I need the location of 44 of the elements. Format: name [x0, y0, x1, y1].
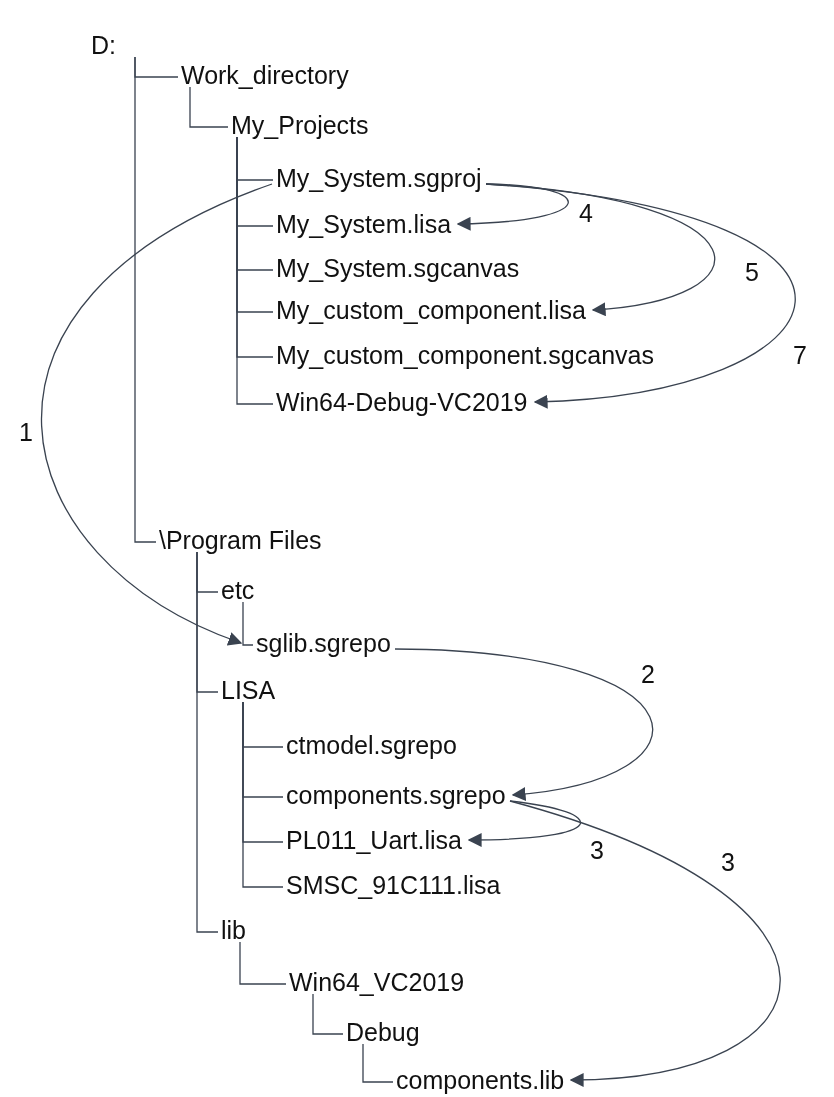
tree-line [236, 136, 274, 405]
file-name: lib [221, 916, 246, 944]
edge-label: 2 [641, 661, 655, 687]
tree-line [189, 86, 229, 128]
file-name: My_custom_component.sgcanvas [276, 341, 654, 369]
tree-line [362, 1043, 394, 1083]
arrow [394, 648, 653, 801]
file-name: Work_directory [181, 61, 349, 89]
file-name: Debug [346, 1018, 420, 1046]
file-name: My_custom_component.lisa [276, 296, 586, 324]
edge-label: 3 [721, 849, 735, 875]
arrow [41, 183, 273, 645]
tree-line [242, 701, 284, 888]
file-name: Win64-Debug-VC2019 [276, 388, 528, 416]
file-name: SMSC_91C111.lisa [286, 871, 501, 899]
tree-line [312, 993, 344, 1035]
file-name: My_System.sgcanvas [276, 254, 520, 282]
file-name: ctmodel.sgrepo [286, 731, 457, 759]
tree-line [242, 601, 254, 646]
edge-label: 7 [793, 342, 807, 368]
file-name: \Program Files [159, 526, 322, 554]
file-name: etc [221, 576, 255, 604]
arrow [456, 183, 569, 231]
file-name: sglib.sgrepo [256, 629, 391, 657]
file-name: PL011_Uart.lisa [286, 826, 463, 854]
file-name: My_System.lisa [276, 210, 452, 238]
file-name: Win64_VC2019 [289, 968, 465, 996]
file-name: My_System.sgproj [276, 164, 482, 192]
edge-label: 3 [590, 837, 604, 863]
arrow [485, 183, 796, 409]
edge-label: 4 [579, 200, 593, 226]
arrow [467, 800, 581, 847]
arrow [509, 800, 781, 1087]
tree-line [239, 941, 287, 985]
tree-line [196, 551, 219, 933]
file-name: My_Projects [231, 111, 369, 139]
file-name: D: [91, 31, 116, 59]
edge-label: 5 [745, 259, 759, 285]
file-name: LISA [221, 676, 276, 704]
tree-line [134, 56, 157, 543]
arrow [485, 183, 715, 316]
file-name: components.lib [396, 1066, 565, 1094]
file-name: components.sgrepo [286, 781, 506, 809]
edge-label: 1 [19, 419, 33, 445]
